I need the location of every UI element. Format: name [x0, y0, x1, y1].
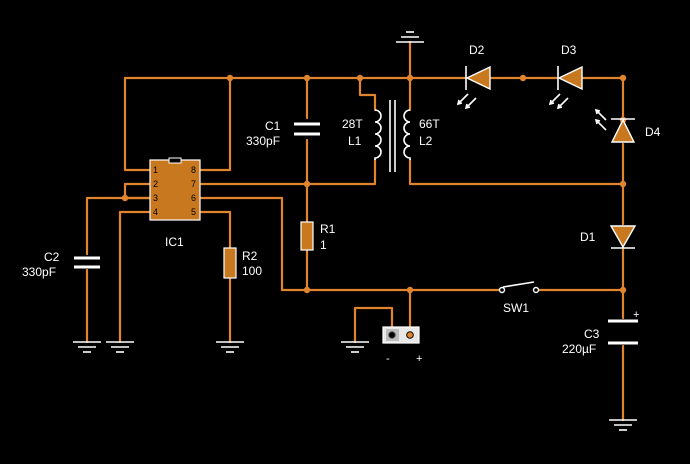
ic1-pin-5: 5 [191, 207, 196, 217]
ic1-pin-7: 7 [191, 179, 196, 189]
connector-pin-plus [406, 331, 414, 339]
junctions [121, 74, 627, 294]
d4-light-arrows [594, 108, 607, 131]
transformer: 28T L1 66T L2 [342, 100, 440, 172]
ic1-notch [168, 157, 182, 164]
led-d4: D4 [594, 108, 661, 143]
r1-body [300, 221, 314, 251]
ic1-pin-4: 4 [153, 207, 158, 217]
d1-ref: D1 [580, 230, 596, 244]
junction-dot [619, 180, 627, 188]
sw1-contact-right [532, 286, 540, 294]
wire-pin3-c2 [85, 196, 152, 256]
junction-dot [406, 286, 414, 294]
d2-light-arrows [456, 93, 477, 110]
c3-polarity: + [633, 309, 639, 321]
c1-value: 330pF [246, 134, 280, 148]
r1-ref: R1 [320, 222, 336, 236]
power-connector: - + [382, 326, 422, 365]
wires [85, 40, 625, 422]
c2-ref: C2 [44, 250, 60, 264]
l1-coil [374, 109, 382, 160]
ground-top [396, 31, 424, 43]
wire-pin5 [198, 210, 232, 250]
junction-dot [121, 194, 129, 202]
ground-icon [341, 341, 369, 353]
d2-ref: D2 [469, 43, 485, 57]
junction-dot [356, 74, 364, 82]
ground-icon [106, 341, 134, 353]
junction-dot [619, 286, 627, 294]
junction-dot [519, 74, 527, 82]
diode-d1: D1 [580, 225, 637, 249]
c2-value: 330pF [22, 265, 56, 279]
junction-dot [303, 180, 311, 188]
junction-dot [406, 74, 414, 82]
ic1-pin-8: 8 [191, 165, 196, 175]
ic1-pin-3: 3 [153, 193, 158, 203]
d2-triangle [465, 65, 491, 91]
connector-pin-minus [388, 331, 396, 339]
wire-l1-top [358, 76, 377, 112]
c3-value: 220µF [562, 342, 596, 356]
d3-light-arrows [548, 93, 569, 110]
led-d3: D3 [548, 43, 583, 110]
capacitor-c2: C2 330pF [22, 250, 100, 279]
r2-value: 100 [242, 264, 262, 278]
d4-ref: D4 [645, 125, 661, 139]
wire-pin6 [198, 196, 502, 292]
c1-ref: C1 [265, 119, 281, 133]
ground-icon [216, 341, 244, 353]
wire-l2-bottom [408, 158, 625, 186]
wire-top-left-drop [123, 76, 152, 172]
l1-turns: 28T [342, 117, 363, 131]
resistor-r2: R2 100 [223, 247, 262, 279]
d1-triangle [609, 225, 637, 249]
led-d2: D2 [456, 43, 491, 110]
connector-plus-label: + [416, 353, 422, 365]
l1-ref: L1 [348, 134, 362, 148]
wire-d3-d4 [580, 76, 625, 120]
ic1-label: IC1 [165, 235, 184, 249]
junction-dot [303, 74, 311, 82]
ic1-pin-2: 2 [153, 179, 158, 189]
r1-value: 1 [320, 238, 327, 252]
wire-conn-minus [353, 306, 394, 344]
junction-dot [619, 74, 627, 82]
sw1-lever [502, 281, 535, 288]
sw1-ref: SW1 [503, 301, 529, 315]
capacitor-c3: + C3 220µF [562, 309, 639, 356]
ground-icon [73, 341, 101, 353]
connector-minus-label: - [386, 353, 390, 365]
switch-sw1: SW1 [498, 281, 540, 315]
d4-triangle [610, 118, 636, 143]
junction-dot [226, 74, 234, 82]
ic1-pin-6: 6 [191, 193, 196, 203]
d3-ref: D3 [561, 43, 577, 57]
d3-triangle [557, 65, 583, 91]
junction-dot [303, 286, 311, 294]
wire-pin4-gnd [118, 210, 152, 344]
resistor-r1: R1 1 [300, 221, 336, 252]
r2-body [223, 247, 237, 279]
ground-icon [609, 419, 637, 431]
c3-ref: C3 [584, 327, 600, 341]
l2-coil [403, 109, 411, 160]
l2-turns: 66T [419, 117, 440, 131]
r2-ref: R2 [242, 249, 258, 263]
ic1-pin-1: 1 [153, 165, 158, 175]
wire-pin2 [123, 182, 152, 200]
l2-ref: L2 [419, 134, 433, 148]
ic1: 1 2 3 4 8 7 6 5 IC1 [149, 157, 201, 249]
ground-symbols [73, 341, 637, 431]
sw1-contact-left [498, 286, 506, 294]
wire-pin8-up [198, 76, 232, 172]
capacitor-c1: C1 330pF [246, 119, 320, 148]
